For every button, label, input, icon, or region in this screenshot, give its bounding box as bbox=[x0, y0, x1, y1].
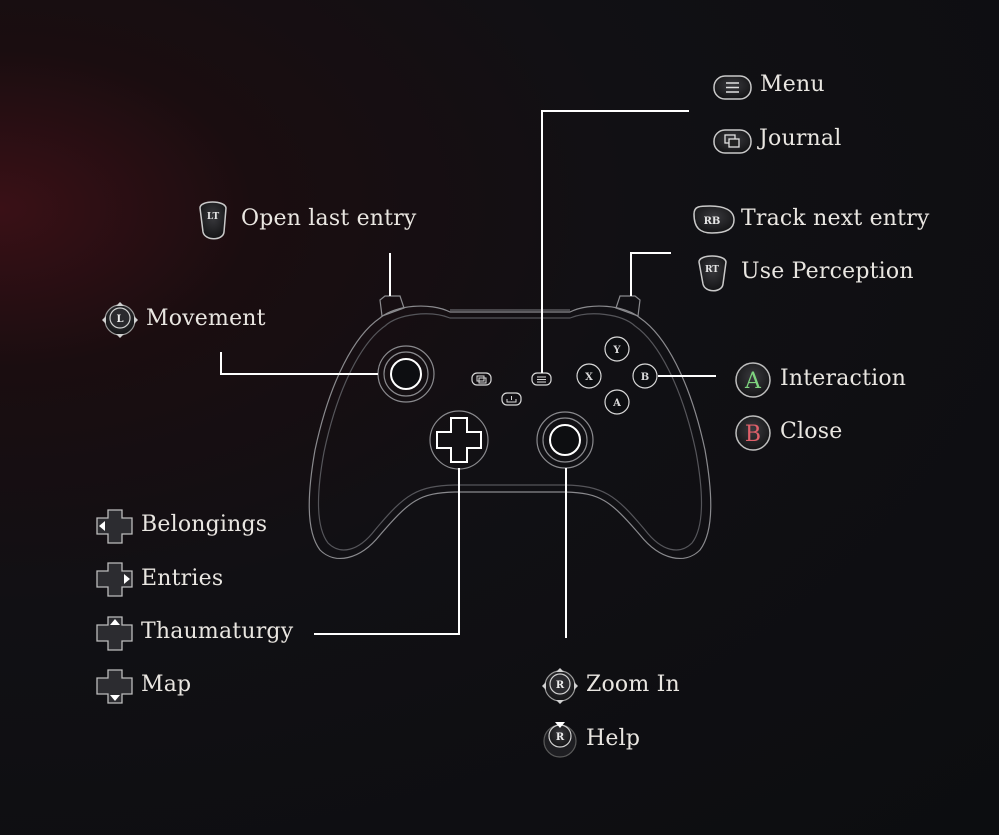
view-button[interactable] bbox=[471, 372, 492, 386]
right-stick-press-icon: R bbox=[543, 722, 577, 758]
view-icon bbox=[713, 129, 752, 154]
dpad-left-icon bbox=[96, 509, 133, 544]
a-glyph: A bbox=[744, 369, 762, 394]
b-glyph: B bbox=[745, 422, 761, 447]
dpad-right-icon bbox=[96, 562, 133, 597]
lt-glyph: LT bbox=[207, 212, 220, 222]
interaction-label: Interaction bbox=[780, 366, 907, 391]
menu-label: Menu bbox=[760, 72, 825, 97]
menu-icon bbox=[713, 75, 752, 100]
thaumaturgy-label: Thaumaturgy bbox=[141, 619, 294, 644]
face-buttons: Y X B A bbox=[576, 336, 658, 415]
right-stick-icon: R bbox=[542, 668, 578, 704]
controller-outline bbox=[308, 295, 712, 559]
dpad-up-icon bbox=[96, 616, 133, 651]
b-button-icon: B bbox=[735, 415, 771, 451]
right-stick[interactable] bbox=[536, 411, 594, 469]
callout-lines bbox=[220, 110, 716, 638]
face-a-glyph: A bbox=[612, 398, 621, 409]
zoom-in-label: Zoom In bbox=[586, 672, 680, 697]
entries-label: Entries bbox=[141, 566, 224, 591]
dpad-down-icon bbox=[96, 669, 133, 704]
face-button-y[interactable]: Y bbox=[604, 336, 630, 362]
left-stick-glyph: L bbox=[116, 314, 123, 325]
right-stick-glyph-2: R bbox=[556, 732, 565, 743]
share-button[interactable] bbox=[501, 392, 522, 406]
track-next-entry-label: Track next entry bbox=[741, 206, 930, 231]
right-stick-glyph-1: R bbox=[556, 680, 565, 691]
left-stick[interactable] bbox=[377, 345, 435, 403]
help-label: Help bbox=[586, 726, 641, 751]
face-x-glyph: X bbox=[585, 372, 593, 383]
face-button-b[interactable]: B bbox=[632, 363, 658, 389]
menu-button[interactable] bbox=[531, 372, 552, 386]
open-last-entry-label: Open last entry bbox=[241, 206, 417, 231]
belongings-label: Belongings bbox=[141, 512, 268, 537]
movement-label: Movement bbox=[146, 306, 266, 331]
map-label: Map bbox=[141, 672, 192, 697]
left-stick-callout-line bbox=[220, 352, 378, 375]
rt-callout-line bbox=[630, 252, 671, 296]
a-button-icon: A bbox=[735, 362, 771, 398]
menu-callout-line bbox=[541, 110, 689, 373]
face-button-a[interactable]: A bbox=[604, 389, 630, 415]
left-stick-icon: L bbox=[102, 302, 138, 338]
close-label: Close bbox=[780, 419, 843, 444]
face-y-glyph: Y bbox=[612, 345, 621, 356]
lt-trigger-icon: LT bbox=[199, 201, 227, 240]
rt-trigger-icon: RT bbox=[698, 255, 727, 292]
dpad[interactable] bbox=[429, 410, 489, 470]
journal-label: Journal bbox=[759, 126, 842, 151]
use-perception-label: Use Perception bbox=[741, 259, 914, 284]
rb-bumper-icon: RB bbox=[693, 205, 735, 234]
rb-glyph: RB bbox=[704, 216, 721, 227]
face-button-x[interactable]: X bbox=[576, 363, 602, 389]
face-b-glyph: B bbox=[641, 372, 649, 383]
rt-glyph: RT bbox=[705, 265, 719, 275]
dpad-callout-line bbox=[314, 468, 460, 635]
